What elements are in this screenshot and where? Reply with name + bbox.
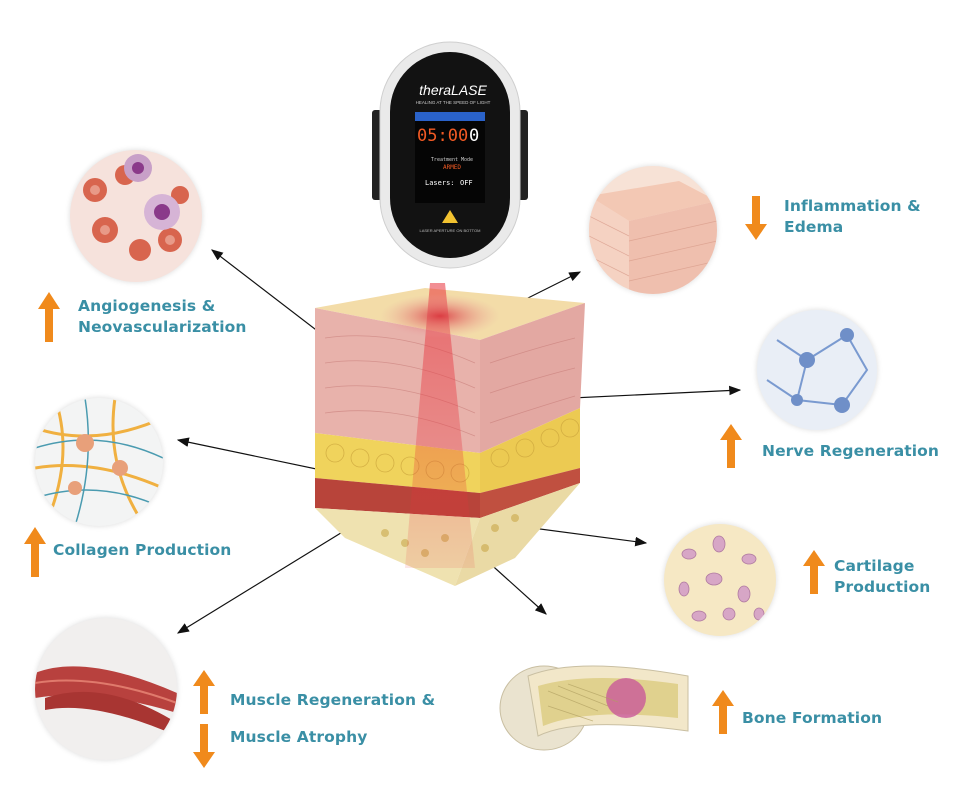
tissue-block-illustration — [315, 283, 585, 586]
up-arrow-icon — [193, 670, 215, 714]
blood-cells-circle — [70, 150, 202, 282]
device-aperture-text: LASER APERTURE ON BOTTOM — [419, 228, 481, 233]
up-arrow-icon — [803, 550, 825, 594]
label-inflammation: Inflammation & Edema — [784, 196, 921, 238]
device-mode-label: Treatment Mode — [430, 157, 474, 163]
label-bone: Bone Formation — [742, 708, 882, 729]
label-cartilage: Cartilage Production — [834, 556, 930, 598]
label-nerve-line1: Nerve Regeneration — [762, 442, 940, 460]
label-angiogenesis-line1: Angiogenesis & — [78, 297, 216, 315]
device-timer-digit: 0 — [469, 126, 480, 146]
up-arrow-icon — [712, 690, 734, 734]
device-timer: 05:00 — [417, 126, 469, 146]
device-lasers-label: Lasers: — [425, 179, 455, 187]
label-nerve: Nerve Regeneration — [762, 441, 939, 462]
nerve-cells-circle — [757, 310, 877, 430]
label-muscle-atrophy: Muscle Atrophy — [230, 728, 368, 746]
up-arrow-icon — [720, 424, 742, 468]
label-inflammation-line2: Edema — [784, 218, 844, 236]
label-bone-line1: Bone Formation — [742, 709, 883, 727]
device-lasers-value: OFF — [460, 179, 473, 187]
label-inflammation-line1: Inflammation & — [784, 197, 921, 215]
label-collagen-line1: Collagen Production — [53, 541, 232, 559]
bone-illustration — [499, 665, 689, 751]
device-tagline: HEALING AT THE SPEED OF LIGHT — [415, 100, 491, 105]
up-arrow-icon — [24, 527, 46, 577]
laser-device: theraLASE HEALING AT THE SPEED OF LIGHT … — [370, 40, 530, 270]
device-mode-value: ARMED — [442, 164, 462, 171]
muscle-fibers-circle — [35, 618, 177, 760]
skin-tissue-circle — [589, 166, 717, 294]
label-collagen: Collagen Production — [53, 540, 231, 561]
label-cartilage-line2: Production — [834, 578, 931, 596]
label-muscle-regeneration: Muscle Regeneration & — [230, 691, 436, 709]
label-cartilage-line1: Cartilage — [834, 557, 915, 575]
label-angiogenesis: Angiogenesis & Neovascularization — [78, 296, 247, 338]
collagen-fibers-circle — [35, 398, 163, 526]
connector-muscle — [176, 519, 363, 634]
down-arrow-icon — [193, 724, 215, 768]
device-brand: theraLASE — [419, 82, 487, 98]
down-arrow-icon — [745, 196, 767, 240]
cartilage-cells-circle — [664, 524, 776, 636]
up-arrow-icon — [38, 292, 60, 342]
label-angiogenesis-line2: Neovascularization — [78, 318, 247, 336]
